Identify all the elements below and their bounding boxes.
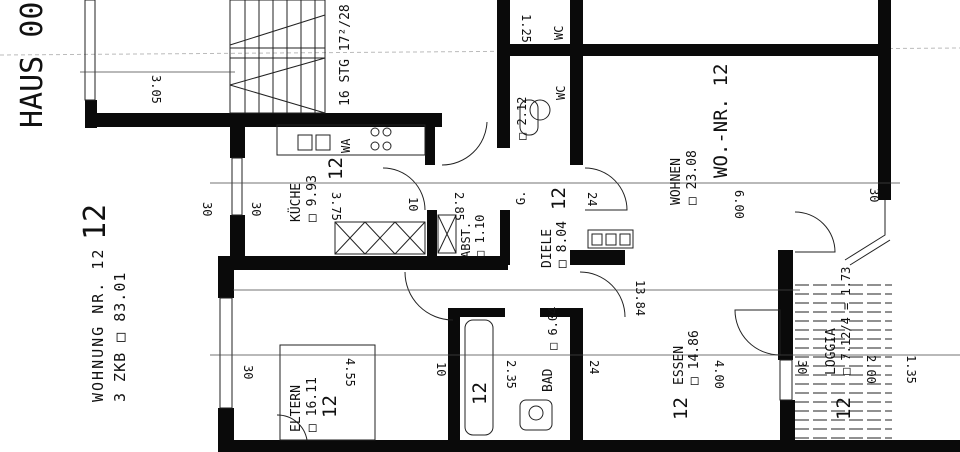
living-name: WOHNEN bbox=[669, 158, 684, 205]
dim-3-05: 3.05 bbox=[149, 75, 163, 104]
storage-area: □ 1.10 bbox=[473, 215, 487, 258]
hall-area: □ 8.04 bbox=[555, 221, 570, 268]
dining-number: 12 bbox=[670, 397, 692, 420]
dim-3-75: 3.75 bbox=[329, 192, 343, 221]
kitchen-name: KÜCHE bbox=[287, 183, 304, 222]
bedroom-area: □ 16.11 bbox=[305, 377, 320, 432]
bedroom-name: ELTERN bbox=[289, 385, 304, 432]
windows bbox=[84, 0, 793, 409]
living-area: □ 23.08 bbox=[685, 150, 700, 205]
dim-30-living: 30 bbox=[867, 188, 881, 202]
wc-upper-area: 1.25 bbox=[519, 14, 533, 43]
loggia-name: LOGGIA bbox=[824, 328, 839, 375]
bath-name: BAD bbox=[541, 368, 556, 392]
wc-area: □ 2.12 bbox=[515, 97, 529, 140]
stairs bbox=[229, 0, 326, 114]
building-label: HAUS 00 bbox=[15, 2, 50, 128]
dim-13-84: 13.84 bbox=[633, 280, 647, 316]
dim-4-55: 4.55 bbox=[343, 358, 357, 387]
wc-upper-label: WC bbox=[552, 26, 566, 40]
dim-2-00: 2.00 bbox=[864, 355, 878, 384]
dim-10-bath: 10 bbox=[434, 362, 448, 376]
dim-30-kitchen-out: 30 bbox=[200, 202, 214, 216]
loggia-area: □ 7.12/4 = 1.73 bbox=[839, 267, 853, 375]
kitchen-area: □ 9.93 bbox=[305, 175, 320, 222]
dim-24-bath: 24 bbox=[587, 360, 601, 374]
loggia bbox=[795, 200, 892, 439]
bedroom-number: 12 bbox=[319, 395, 341, 418]
hall-mark: G. bbox=[514, 191, 528, 205]
wc-label: WC bbox=[554, 86, 568, 100]
unit-number: 12 bbox=[78, 204, 113, 240]
dim-4-00: 4.00 bbox=[712, 360, 726, 389]
storage-name: ABST. bbox=[459, 222, 473, 258]
dimension-lines bbox=[80, 71, 960, 356]
hall-number: 12 bbox=[548, 187, 570, 210]
hall-name: DIELE bbox=[540, 229, 555, 268]
kitchen-fixture: WA bbox=[339, 138, 353, 153]
dining-area: □ 14.86 bbox=[687, 330, 702, 385]
dining-name: ESSEN bbox=[672, 346, 687, 385]
stairs-label: 16 STG 17²/28 bbox=[338, 4, 353, 106]
dim-30-bedroom: 30 bbox=[241, 365, 255, 379]
loggia-number: 12 bbox=[833, 397, 855, 420]
walls bbox=[85, 0, 960, 452]
kitchen-fixtures bbox=[276, 124, 634, 255]
dim-24-hall: 24 bbox=[585, 192, 599, 206]
kitchen-number: 12 bbox=[325, 157, 347, 180]
doors bbox=[276, 121, 836, 441]
unit-title: WOHNUNG NR. 12 bbox=[89, 248, 107, 402]
bath-fixtures bbox=[279, 99, 553, 441]
dim-2-35: 2.35 bbox=[504, 360, 518, 389]
dim-30-loggia: 30 bbox=[795, 360, 809, 374]
dim-6-00: 6.00 bbox=[732, 190, 746, 219]
unit-summary: 3 ZKB □ 83.01 bbox=[111, 272, 129, 402]
living-unit-number: WO.-NR. 12 bbox=[710, 64, 732, 178]
dim-2-85: 2.85 bbox=[452, 192, 466, 221]
bath-number: 12 bbox=[469, 382, 491, 405]
bath-area: □ 6.04 bbox=[546, 307, 560, 350]
dim-10-kitchen: 10 bbox=[406, 197, 420, 211]
dim-1-35: 1.35 bbox=[904, 355, 918, 384]
dim-30-kitchen-in: 30 bbox=[249, 202, 263, 216]
